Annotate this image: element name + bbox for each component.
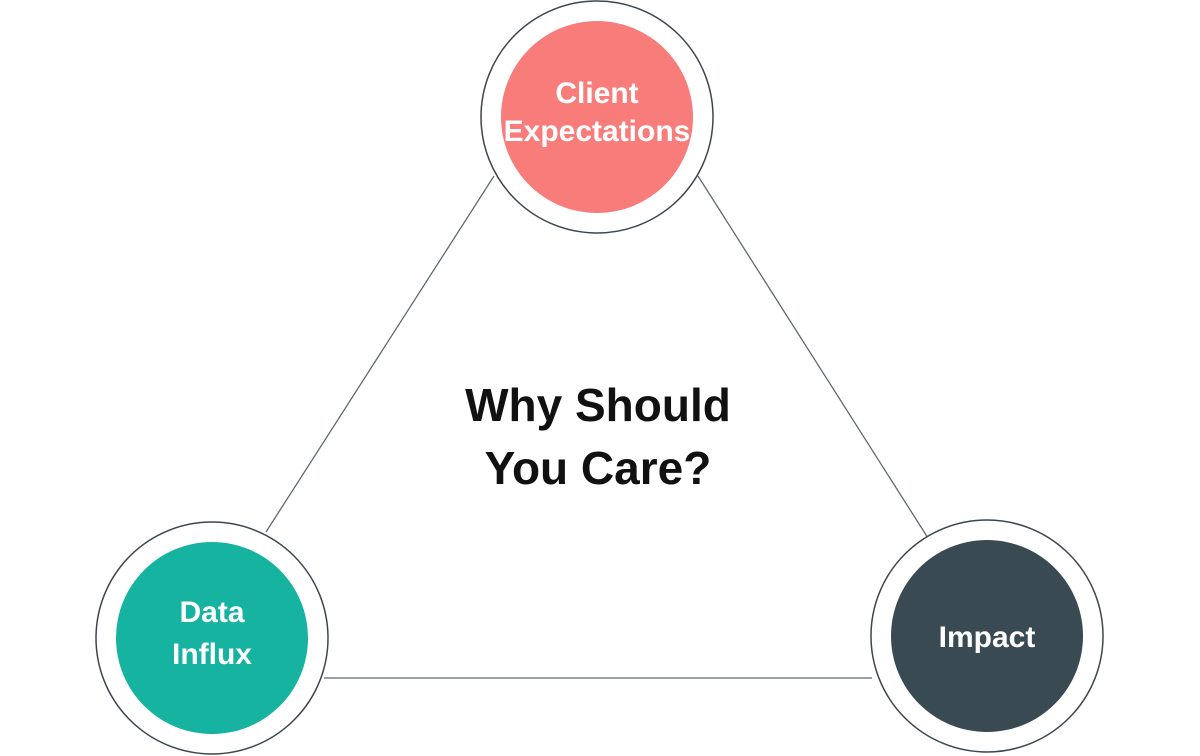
node-label: Expectations — [504, 115, 691, 148]
center-title-line: You Care? — [485, 442, 712, 494]
center-title: Why Should You Care? — [465, 379, 731, 494]
node-fill — [891, 540, 1083, 732]
node-label: Client — [555, 77, 638, 110]
node-fill — [501, 21, 693, 213]
node-impact: Impact — [870, 519, 1104, 753]
edge-top-right — [697, 175, 929, 539]
node-label: Influx — [172, 638, 252, 671]
node-label: Impact — [939, 621, 1036, 654]
node-client-expectations: Client Expectations — [480, 0, 714, 234]
edge-top-left — [265, 175, 495, 533]
node-data-influx: Data Influx — [95, 521, 329, 755]
center-title-line: Why Should — [465, 379, 731, 431]
node-fill — [116, 542, 308, 734]
node-label: Data — [179, 596, 244, 629]
